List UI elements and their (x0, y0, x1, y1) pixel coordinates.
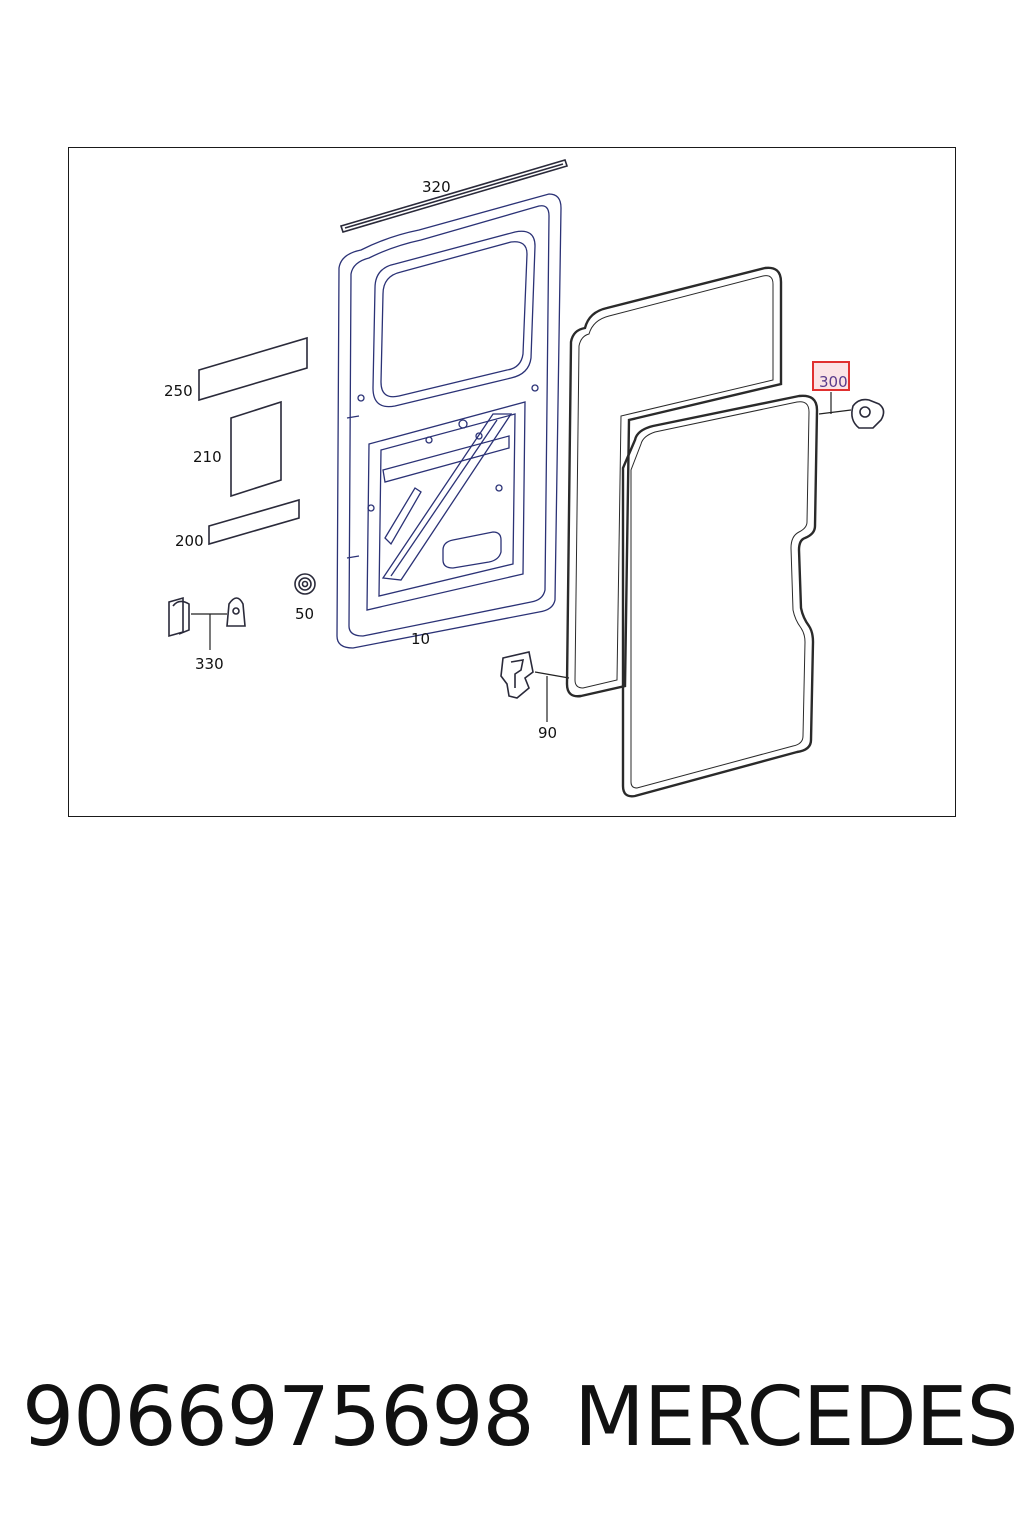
part-90-seal-profile (500, 651, 570, 722)
callout-10: 10 (411, 630, 430, 648)
callout-200: 200 (175, 532, 204, 550)
callout-300-box (812, 361, 850, 391)
part-320-strip (339, 159, 569, 233)
callout-330: 330 (195, 655, 224, 673)
callout-320: 320 (422, 178, 451, 196)
callout-300: 300 (819, 373, 848, 391)
part-250-pad (198, 336, 308, 402)
callout-90: 90 (538, 724, 557, 742)
part-210-pad (230, 400, 282, 498)
part-300-door-frame-seal (621, 394, 819, 798)
part-10-door-panel (336, 193, 562, 649)
part-300-clip (818, 392, 885, 429)
callout-250: 250 (164, 382, 193, 400)
callout-300-highlight[interactable]: 300 (812, 361, 850, 391)
part-number: 9066975698 (22, 1370, 535, 1465)
parts-diagram: 320 250 210 200 50 10 330 90 300 (164, 159, 885, 798)
part-door-seal-outer (565, 266, 783, 698)
parts-diagram-frame: 320 250 210 200 50 10 330 90 300 (68, 147, 956, 817)
footer: 9066975698 MERCEDES (0, 1370, 1024, 1470)
part-330-clips (168, 596, 246, 650)
part-200-pad (208, 498, 300, 546)
brand-name: MERCEDES (574, 1370, 1019, 1465)
callout-50: 50 (295, 605, 314, 623)
part-50-grommet (294, 573, 316, 595)
callout-210: 210 (193, 448, 222, 466)
